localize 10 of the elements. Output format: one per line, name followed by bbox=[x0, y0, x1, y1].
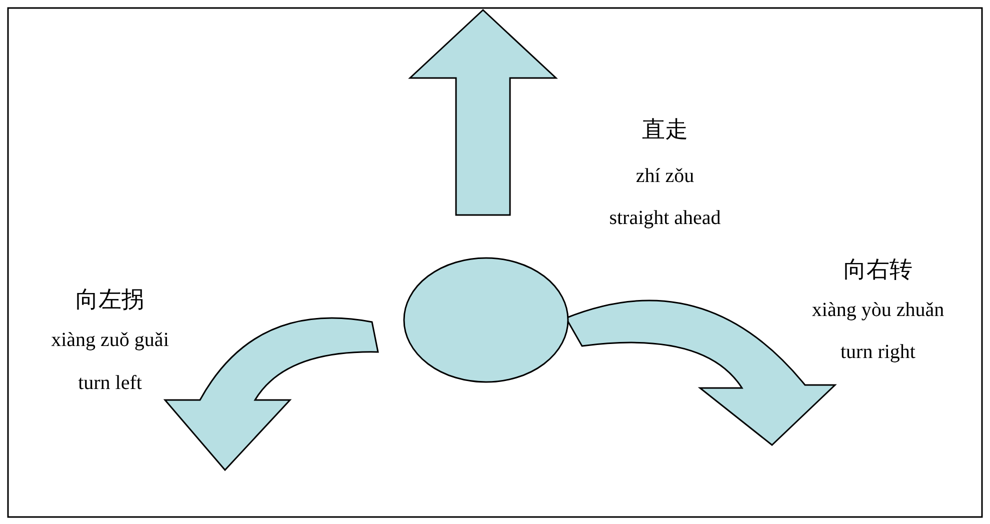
chinese-label: 直走 bbox=[642, 118, 688, 142]
english-label: turn right bbox=[840, 340, 916, 364]
center-ellipse bbox=[403, 257, 569, 383]
pinyin-label: xiàng zuǒ guǎi bbox=[51, 328, 169, 352]
pinyin-label: zhí zǒu bbox=[636, 164, 694, 188]
chinese-label: 向右转 bbox=[844, 258, 912, 282]
chinese-label: 向左拐 bbox=[76, 288, 144, 312]
english-label: turn left bbox=[78, 371, 142, 395]
english-label: straight ahead bbox=[609, 206, 721, 230]
pinyin-label: xiàng yòu zhuǎn bbox=[812, 298, 944, 322]
